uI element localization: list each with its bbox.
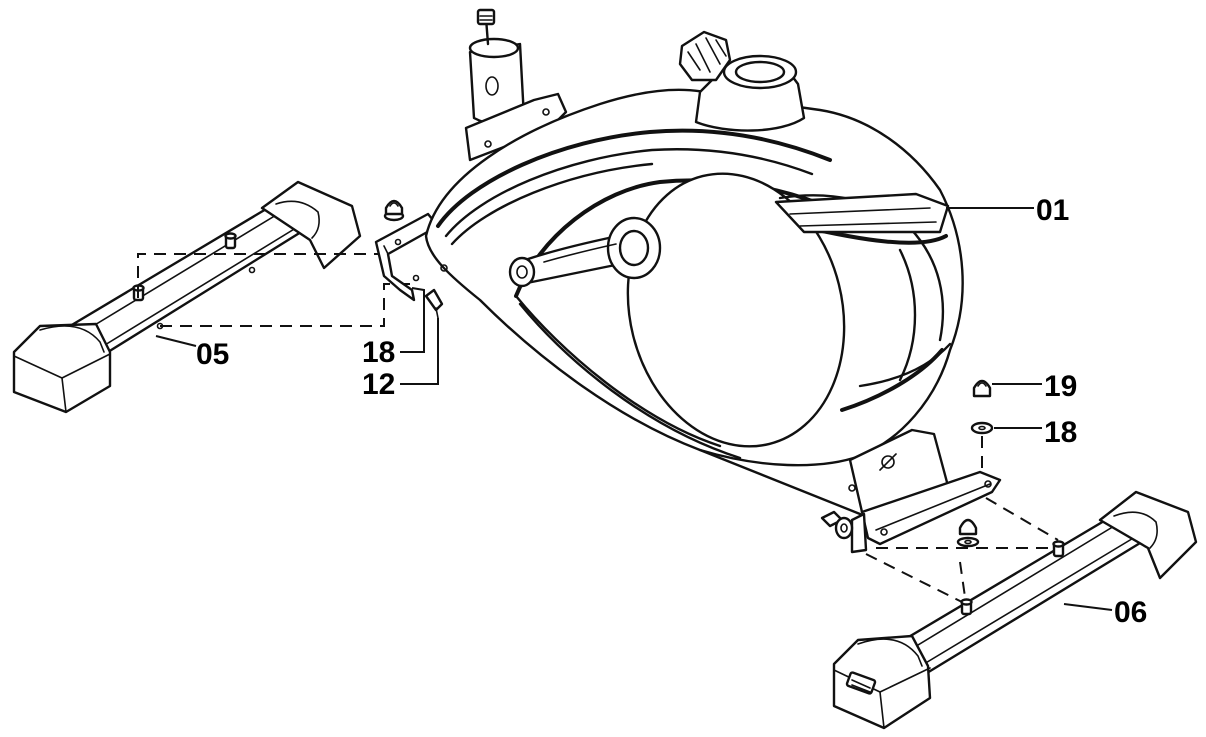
right-assembly-dashed-lines xyxy=(865,497,1060,605)
callout-05: 05 xyxy=(196,338,229,371)
cap-nut-right xyxy=(956,518,980,548)
cap-nut-19 xyxy=(972,379,992,398)
callout-18-left: 18 xyxy=(362,336,395,369)
foot-bolt xyxy=(1052,540,1065,558)
foot-bolt xyxy=(224,232,237,250)
seat-post-assembly xyxy=(464,8,568,162)
foot-bolt xyxy=(960,598,973,616)
bolt-right xyxy=(820,510,854,540)
left-stabilizer-foot xyxy=(12,180,362,414)
callout-19: 19 xyxy=(1044,370,1077,403)
callout-06: 06 xyxy=(1114,596,1147,629)
bolt-left xyxy=(424,288,444,319)
leader-lines xyxy=(155,207,1113,611)
cap-nut-left xyxy=(383,199,405,222)
main-frame-body xyxy=(424,30,964,516)
crank-arm xyxy=(508,216,662,288)
tension-knob xyxy=(678,30,732,82)
washer-18-right xyxy=(970,421,994,435)
right-stabilizer-foot xyxy=(832,490,1198,730)
right-mounting-bracket xyxy=(850,470,1002,554)
callout-18-right: 18 xyxy=(1044,416,1077,449)
callout-01: 01 xyxy=(1036,194,1069,227)
callout-12: 12 xyxy=(362,368,395,401)
